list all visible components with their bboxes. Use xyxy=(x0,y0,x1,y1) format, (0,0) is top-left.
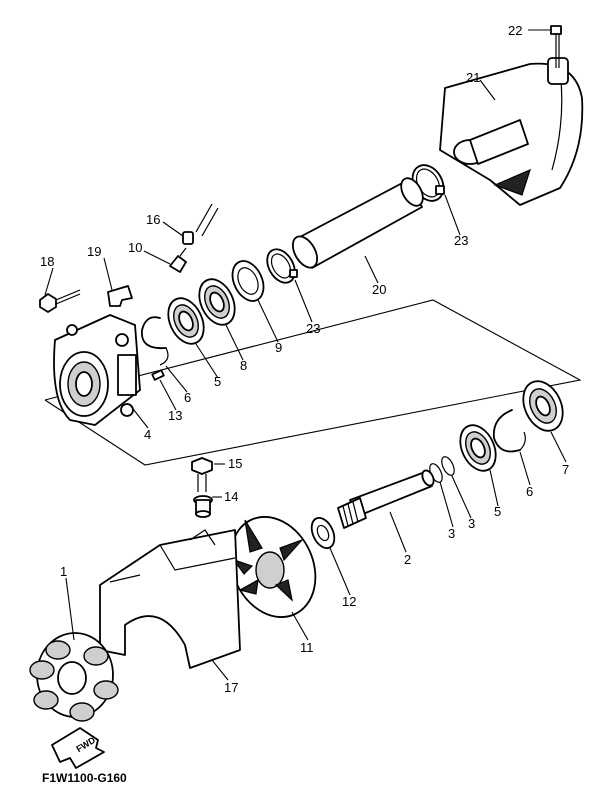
part-5-bearing-lower xyxy=(459,424,497,472)
part-7-seal xyxy=(522,380,564,432)
fwd-arrow: FWD xyxy=(51,727,105,769)
callout-22: 22 xyxy=(508,23,522,38)
callout-3-right: 3 xyxy=(468,516,475,531)
leader-lines xyxy=(44,29,567,681)
callout-16: 16 xyxy=(146,212,160,227)
part-9-ring xyxy=(231,260,265,302)
diagram-code: F1W1100-G160 xyxy=(42,771,127,785)
part-13-pin xyxy=(151,369,165,381)
part-12-washer xyxy=(310,516,336,550)
callout-17: 17 xyxy=(224,680,238,695)
part-4-housing xyxy=(53,314,141,426)
callout-20: 20 xyxy=(372,282,386,297)
callout-21: 21 xyxy=(466,70,480,85)
callout-15: 15 xyxy=(228,456,242,471)
callout-4: 4 xyxy=(144,427,151,442)
part-6-circlip-lower xyxy=(492,409,526,453)
part-8-bearing xyxy=(198,278,236,326)
callout-5-lower: 5 xyxy=(494,504,501,519)
callout-19: 19 xyxy=(87,244,101,259)
part-14-collar xyxy=(193,495,213,518)
callout-13: 13 xyxy=(168,408,182,423)
part-16-cap xyxy=(182,203,219,245)
callouts: 22 21 23 20 23 9 8 5 6 13 4 19 18 10 16 … xyxy=(40,23,569,695)
part-21-nozzle-cover xyxy=(439,57,584,206)
part-18-bolt xyxy=(39,289,81,313)
part-19-plate xyxy=(107,285,133,307)
callout-5-upper: 5 xyxy=(214,374,221,389)
callout-7: 7 xyxy=(562,462,569,477)
assembly-frame xyxy=(44,299,582,466)
callout-3-left: 3 xyxy=(448,526,455,541)
part-20-hose xyxy=(291,177,424,269)
callout-14: 14 xyxy=(224,489,238,504)
part-5-bearing-upper xyxy=(167,297,205,345)
callout-10: 10 xyxy=(128,240,142,255)
callout-1: 1 xyxy=(60,564,67,579)
callout-8: 8 xyxy=(240,358,247,373)
callout-23-lower: 23 xyxy=(306,321,320,336)
part-6-circlip-upper xyxy=(141,316,169,366)
callout-18: 18 xyxy=(40,254,54,269)
part-17-liner xyxy=(99,529,241,669)
part-2-shaft xyxy=(337,469,435,529)
part-15-bolt xyxy=(191,457,213,492)
part-23-clamp-lower xyxy=(266,248,298,284)
callout-6-upper: 6 xyxy=(184,390,191,405)
callout-12: 12 xyxy=(342,594,356,609)
callout-9: 9 xyxy=(275,340,282,355)
part-1-vanes xyxy=(29,632,119,722)
callout-23-upper: 23 xyxy=(454,233,468,248)
callout-2: 2 xyxy=(404,552,411,567)
part-10-nipple xyxy=(169,247,187,273)
callout-11: 11 xyxy=(300,640,314,655)
callout-6-lower: 6 xyxy=(526,484,533,499)
